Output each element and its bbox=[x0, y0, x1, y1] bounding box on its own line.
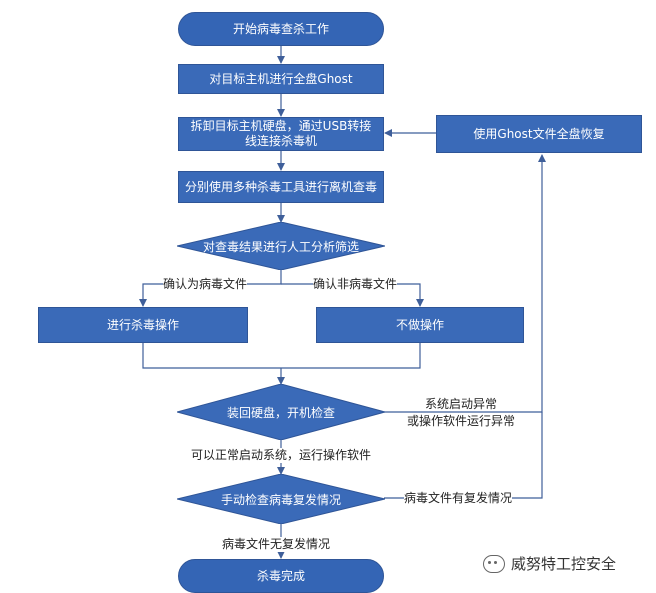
manual-check-decision: 手动检查病毒复发情况 bbox=[177, 474, 385, 524]
start-node: 开始病毒查杀工作 bbox=[178, 12, 384, 46]
reinstall-decision: 装回硬盘，开机检查 bbox=[177, 384, 385, 440]
analyze-label: 对查毒结果进行人工分析筛选 bbox=[202, 239, 359, 254]
end-node: 杀毒完成 bbox=[178, 559, 384, 593]
analyze-diamond-shape bbox=[177, 222, 385, 270]
remove-disk-step: 拆卸目标主机硬盘，通过USB转接线连接杀毒机 bbox=[178, 117, 384, 151]
analyze-decision: 对查毒结果进行人工分析筛选 bbox=[177, 222, 385, 270]
label-boot-error-2: 或操作软件运行异常 bbox=[407, 414, 516, 429]
edge-kill-merge bbox=[142, 343, 281, 369]
restore-step: 使用Ghost文件全盘恢复 bbox=[436, 115, 642, 153]
manual-check-diamond-shape bbox=[177, 474, 385, 524]
reinstall-diamond-shape bbox=[177, 384, 385, 440]
kill-step: 进行杀毒操作 bbox=[38, 307, 248, 343]
watermark: 威努特工控安全 bbox=[483, 553, 616, 574]
scan-step: 分别使用多种杀毒工具进行离机查毒 bbox=[178, 171, 384, 203]
watermark-text: 威努特工控安全 bbox=[511, 555, 617, 573]
label-boot-error-1: 系统启动异常 bbox=[425, 397, 498, 411]
ghost-backup-step: 对目标主机进行全盘Ghost bbox=[178, 64, 384, 94]
label-recurrence: 病毒文件有复发情况 bbox=[404, 491, 513, 506]
edge-noaction-merge bbox=[281, 343, 421, 369]
label-no-recurrence: 病毒文件无复发情况 bbox=[222, 537, 331, 552]
no-action-step: 不做操作 bbox=[316, 307, 524, 343]
manual-check-label: 手动检查病毒复发情况 bbox=[220, 492, 341, 507]
label-not-virus: 确认非病毒文件 bbox=[313, 277, 398, 292]
wechat-icon bbox=[483, 554, 505, 573]
reinstall-label: 装回硬盘，开机检查 bbox=[226, 405, 335, 420]
label-is-virus: 确认为病毒文件 bbox=[163, 277, 248, 292]
label-boot-ok: 可以正常启动系统，运行操作软件 bbox=[191, 448, 372, 463]
